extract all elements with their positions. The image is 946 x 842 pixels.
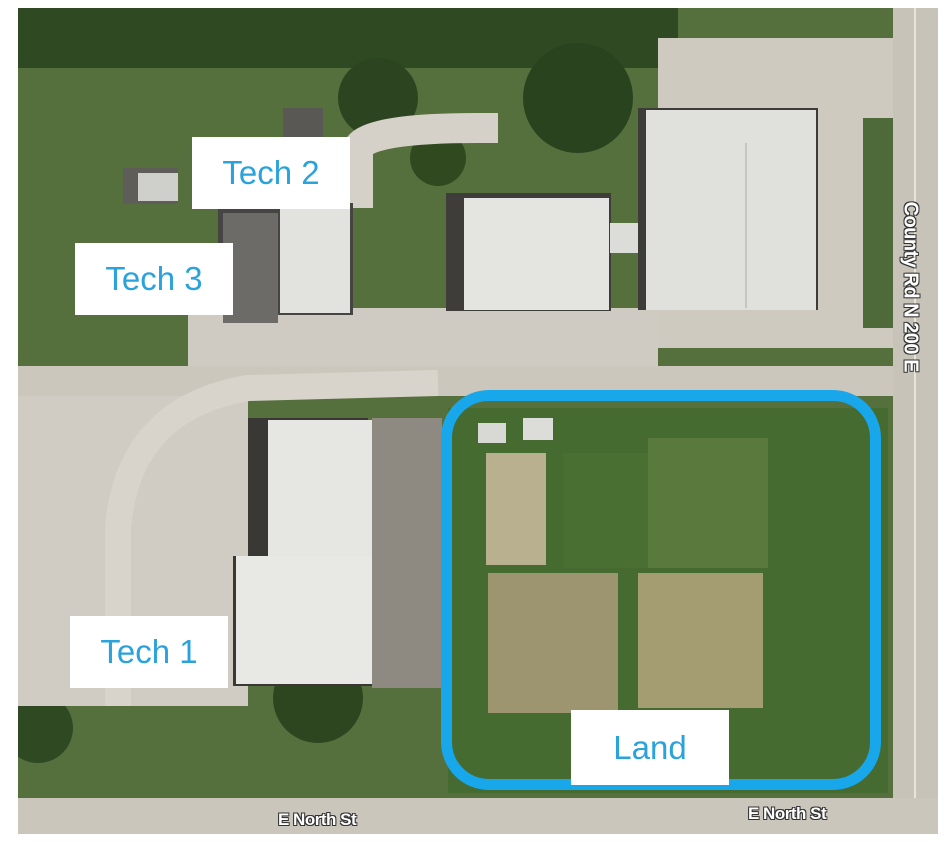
middle-building-roof [464, 198, 609, 310]
garden-plot [488, 573, 618, 713]
shed [523, 418, 553, 440]
tech2-roof [280, 208, 350, 313]
garden-plot [563, 453, 648, 568]
garden-plot [486, 453, 546, 565]
grass-strip [863, 118, 893, 328]
e-north-st-label: E North St [278, 810, 357, 829]
tech3-shed-roof [138, 173, 178, 201]
county-road-label: County Rd N 200 E [899, 201, 922, 372]
tree-cluster [523, 43, 633, 153]
land-label: Land [571, 710, 729, 785]
garden-plot [648, 438, 768, 568]
e-north-st-label: E North St [748, 804, 827, 823]
tree [18, 693, 73, 763]
e-north-st-road [18, 798, 938, 834]
shed [283, 108, 323, 138]
garden-plot [638, 573, 763, 708]
tech3-label: Tech 3 [75, 243, 233, 315]
right-building-roof [646, 110, 816, 310]
tech1-roof-north [268, 420, 372, 565]
tech1-label: Tech 1 [70, 616, 228, 688]
tech2-label: Tech 2 [192, 137, 350, 209]
driveway [105, 370, 439, 706]
driveway [343, 113, 498, 208]
parking-lot [372, 418, 442, 688]
